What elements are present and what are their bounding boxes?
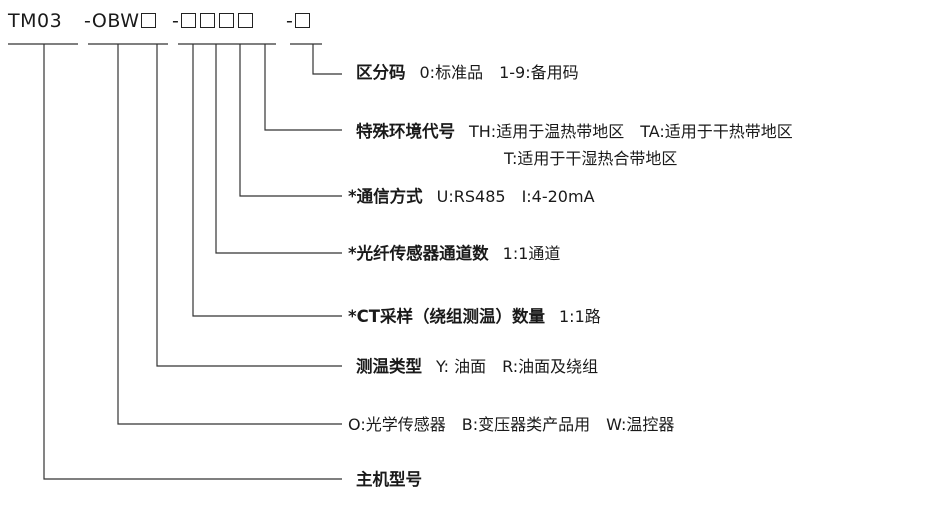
row-title: 特殊环境代号 bbox=[356, 122, 455, 141]
option: 1-9:备用码 bbox=[499, 63, 579, 82]
row-env: 特殊环境代号 TH:适用于温热带地区 TA:适用于干热带地区 bbox=[356, 122, 809, 142]
row-main: 主机型号 bbox=[356, 470, 436, 490]
row-title: *通信方式 bbox=[348, 187, 423, 206]
connector-comm bbox=[239, 44, 342, 197]
connector-ct bbox=[192, 44, 342, 317]
connector-main bbox=[43, 44, 342, 480]
comm-slot bbox=[219, 13, 235, 28]
row-title: *光纤传感器通道数 bbox=[348, 244, 489, 263]
row-title: 测温类型 bbox=[356, 357, 422, 376]
connector-prod bbox=[117, 44, 342, 425]
connector-fiber bbox=[215, 44, 342, 254]
model-prefix: TM03 bbox=[8, 10, 63, 32]
row-env-line2: T:适用于干湿热合带地区 bbox=[504, 149, 678, 168]
option: I:4-20mA bbox=[521, 187, 595, 206]
type-slot bbox=[141, 13, 157, 28]
option: TA:适用于干热带地区 bbox=[640, 122, 793, 141]
row-ct: *CT采样（绕组测温）数量 1:1路 bbox=[348, 307, 617, 327]
row-type: 测温类型 Y: 油面 R:油面及绕组 bbox=[356, 357, 614, 377]
row-prod: O:光学传感器 B:变压器类产品用 W:温控器 bbox=[348, 415, 690, 435]
option: 1:1通道 bbox=[502, 244, 561, 263]
zone-slot bbox=[295, 13, 311, 28]
row-title: 主机型号 bbox=[356, 470, 422, 489]
model-zone: - bbox=[286, 10, 312, 32]
row-zone: 区分码 0:标准品 1-9:备用码 bbox=[356, 63, 595, 83]
option: Y: 油面 bbox=[436, 357, 487, 376]
option: TH:适用于温热带地区 bbox=[469, 122, 625, 141]
fiber-slot bbox=[200, 13, 216, 28]
connector-type bbox=[156, 44, 342, 367]
row-title: 区分码 bbox=[356, 63, 406, 82]
option: U:RS485 bbox=[436, 187, 506, 206]
connector-env bbox=[264, 44, 342, 131]
ct-slot bbox=[181, 13, 197, 28]
row-comm: *通信方式 U:RS485 I:4-20mA bbox=[348, 187, 611, 207]
connector-zone bbox=[312, 44, 342, 75]
env-slot bbox=[238, 13, 254, 28]
option: B:变压器类产品用 bbox=[461, 415, 591, 434]
model-series: -OBW bbox=[84, 10, 158, 32]
option: R:油面及绕组 bbox=[502, 357, 599, 376]
option: O:光学传感器 bbox=[348, 415, 446, 434]
model-options: - bbox=[172, 10, 255, 32]
option: 0:标准品 bbox=[419, 63, 484, 82]
option: 1:1路 bbox=[559, 307, 601, 326]
row-title: *CT采样（绕组测温）数量 bbox=[348, 307, 545, 326]
row-fiber: *光纤传感器通道数 1:1通道 bbox=[348, 244, 576, 264]
option: W:温控器 bbox=[606, 415, 675, 434]
